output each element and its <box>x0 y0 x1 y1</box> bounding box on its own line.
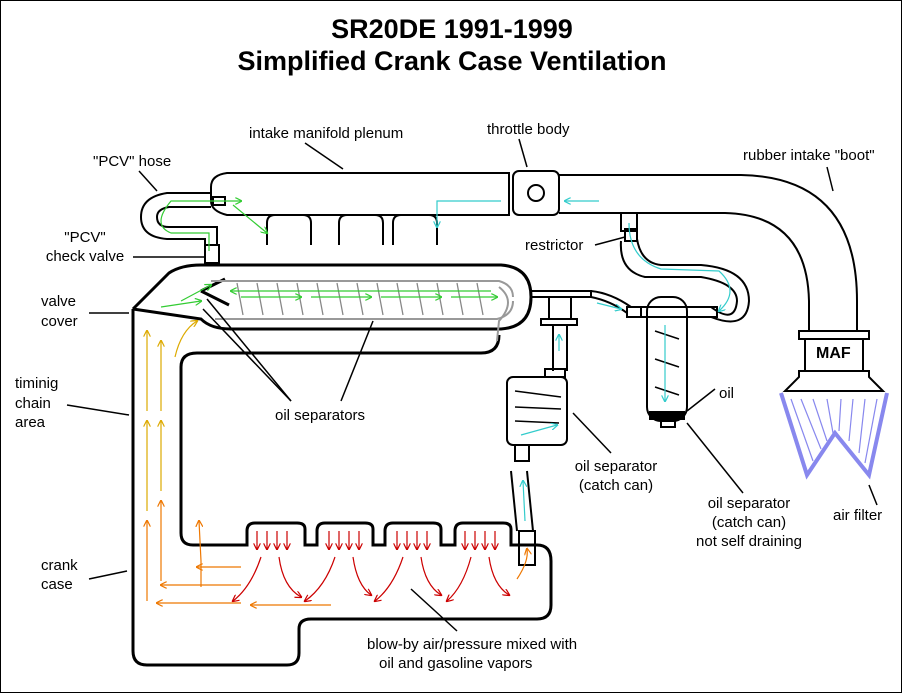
label-oil: oil <box>719 385 735 402</box>
label-timing-1: timinig <box>15 375 59 392</box>
oil-level <box>649 411 685 420</box>
label-timing-3: area <box>15 414 46 431</box>
label-catch-can-2c: not self draining <box>696 533 802 550</box>
tee-fitting <box>530 290 642 371</box>
air-filter <box>779 392 889 480</box>
blowby-flow-arrows <box>147 321 527 605</box>
label-check-valve-2: check valve <box>45 248 125 265</box>
maf-sensor <box>782 330 886 392</box>
valve-cover-baffles <box>211 280 514 342</box>
label-pcv-hose: "PCV" hose <box>93 153 172 170</box>
leader-lines <box>66 138 878 632</box>
pcv-flow-arrows <box>160 201 497 308</box>
label-air-filter: air filter <box>833 507 883 524</box>
label-maf: MAF <box>816 345 851 362</box>
label-catch-can-2a: oil separator <box>707 495 791 512</box>
label-timing-2: chain <box>15 395 51 412</box>
label-catch-can-1b: (catch can) <box>578 477 654 494</box>
title-line-1: SR20DE 1991-1999 <box>331 14 573 44</box>
intake-plenum <box>210 172 510 245</box>
separator-fins <box>236 282 484 316</box>
label-plenum: intake manifold plenum <box>249 125 404 142</box>
label-catch-can-2b: (catch can) <box>711 514 787 531</box>
label-blowby-2: oil and gasoline vapors <box>379 655 533 672</box>
pcv-hose <box>139 192 226 264</box>
fresh-air-flow-arrows <box>437 201 731 522</box>
label-catch-can-1a: oil separator <box>574 458 658 475</box>
title-line-2: Simplified Crank Case Ventilation <box>237 46 667 76</box>
throttle-body <box>512 170 560 216</box>
catch-can-1 <box>506 368 568 566</box>
catch-can-2 <box>626 296 718 428</box>
label-oil-separators: oil separators <box>275 407 366 424</box>
label-check-valve-1: "PCV" <box>64 229 106 246</box>
label-blowby-1: blow-by air/pressure mixed with <box>367 636 578 653</box>
label-crank-1: crank <box>41 557 78 574</box>
label-valve-cover-1: valve <box>41 293 77 310</box>
label-valve-cover-2: cover <box>41 313 78 330</box>
label-throttle-body: throttle body <box>487 121 570 138</box>
engine-block <box>131 263 553 667</box>
label-restrictor: restrictor <box>525 237 584 254</box>
label-intake-boot: rubber intake "boot" <box>743 147 875 164</box>
label-crank-2: case <box>41 576 73 593</box>
